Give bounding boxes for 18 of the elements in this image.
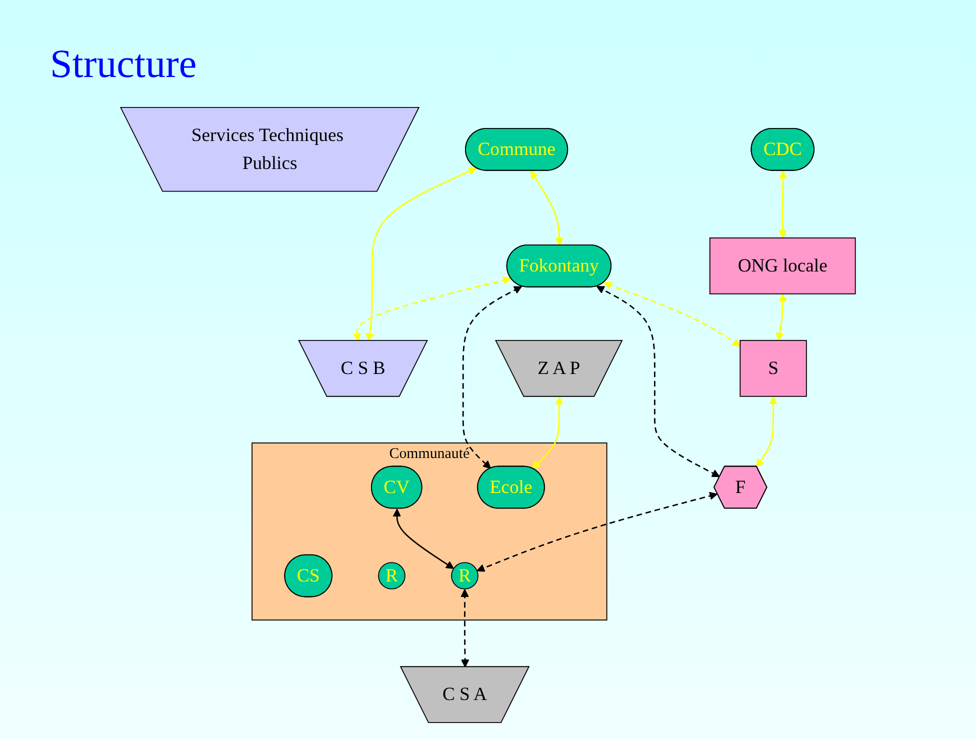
arrow	[756, 396, 778, 468]
arrow	[778, 170, 788, 238]
arrow	[366, 168, 477, 342]
arrow	[604, 282, 741, 347]
arrow	[460, 588, 470, 668]
node-box: S	[740, 340, 807, 397]
diagram-title: Structure	[50, 40, 197, 87]
arrow	[596, 286, 720, 478]
arrow	[532, 396, 564, 469]
arrow	[776, 294, 787, 341]
node-circle: R	[451, 562, 478, 590]
arrow	[476, 492, 718, 572]
node-box: ONG locale	[709, 237, 856, 294]
node-circle: R	[378, 562, 406, 590]
arrow	[392, 508, 454, 569]
arrow	[352, 276, 512, 342]
arrow	[530, 170, 564, 246]
arrow	[462, 286, 522, 469]
